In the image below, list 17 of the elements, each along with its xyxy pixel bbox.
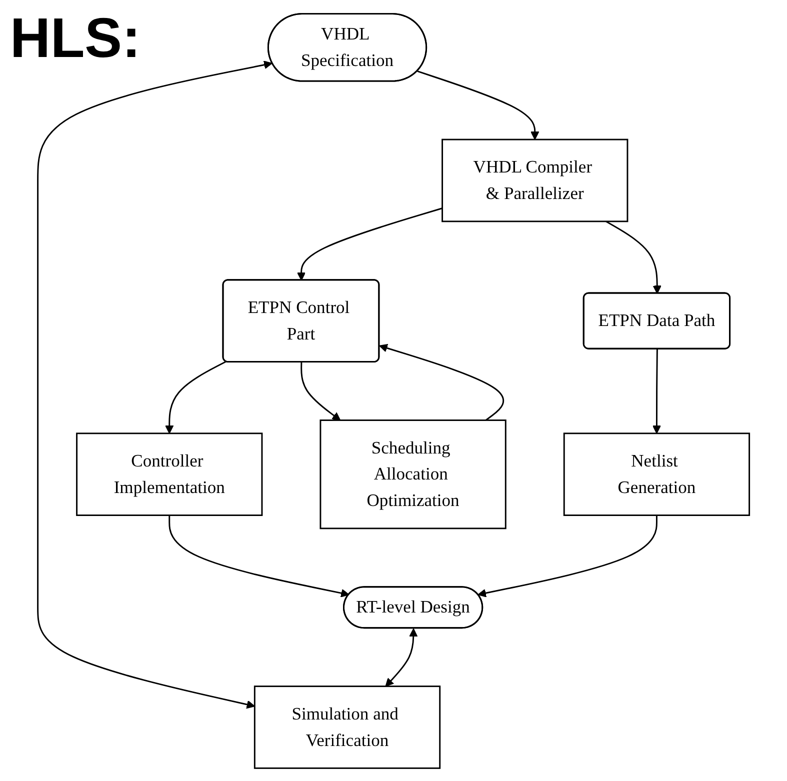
arrow: [296, 207, 442, 280]
node-box: Controller Implementation: [76, 432, 263, 516]
arrow: [478, 514, 658, 597]
node-box: Netlist Generation: [563, 432, 750, 516]
arrow: [37, 60, 272, 708]
arrow: [300, 362, 341, 420]
arrow: [165, 360, 226, 434]
arrow: [606, 220, 662, 294]
node-box: Scheduling Allocation Optimization: [320, 419, 506, 529]
diagram-title: HLS:: [10, 5, 141, 70]
arrow: [385, 628, 418, 686]
node-box: VHDL Compiler & Parallelizer: [442, 138, 628, 222]
arrow: [652, 348, 661, 434]
arrow: [378, 343, 504, 420]
node-box: Simulation and Verification: [254, 685, 441, 768]
arrow: [417, 70, 540, 140]
arrow: [168, 514, 350, 597]
